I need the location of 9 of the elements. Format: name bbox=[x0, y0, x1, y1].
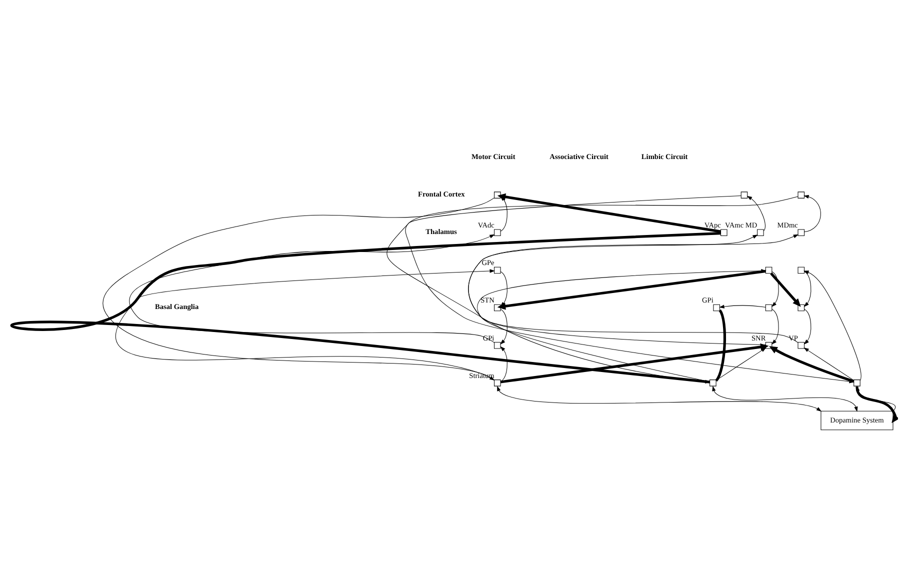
node-label: SNR bbox=[750, 333, 766, 342]
label: Associative Circuit bbox=[549, 152, 608, 161]
node-label: MDmc bbox=[776, 220, 798, 230]
label: Motor Circuit bbox=[471, 152, 515, 161]
node-label: VApc bbox=[704, 220, 720, 230]
label: Limbic Circuit bbox=[640, 152, 688, 161]
node-label: VAmc MD bbox=[724, 220, 757, 230]
label: Frontal Cortex bbox=[418, 189, 464, 198]
node-label: VAdc bbox=[477, 220, 494, 230]
